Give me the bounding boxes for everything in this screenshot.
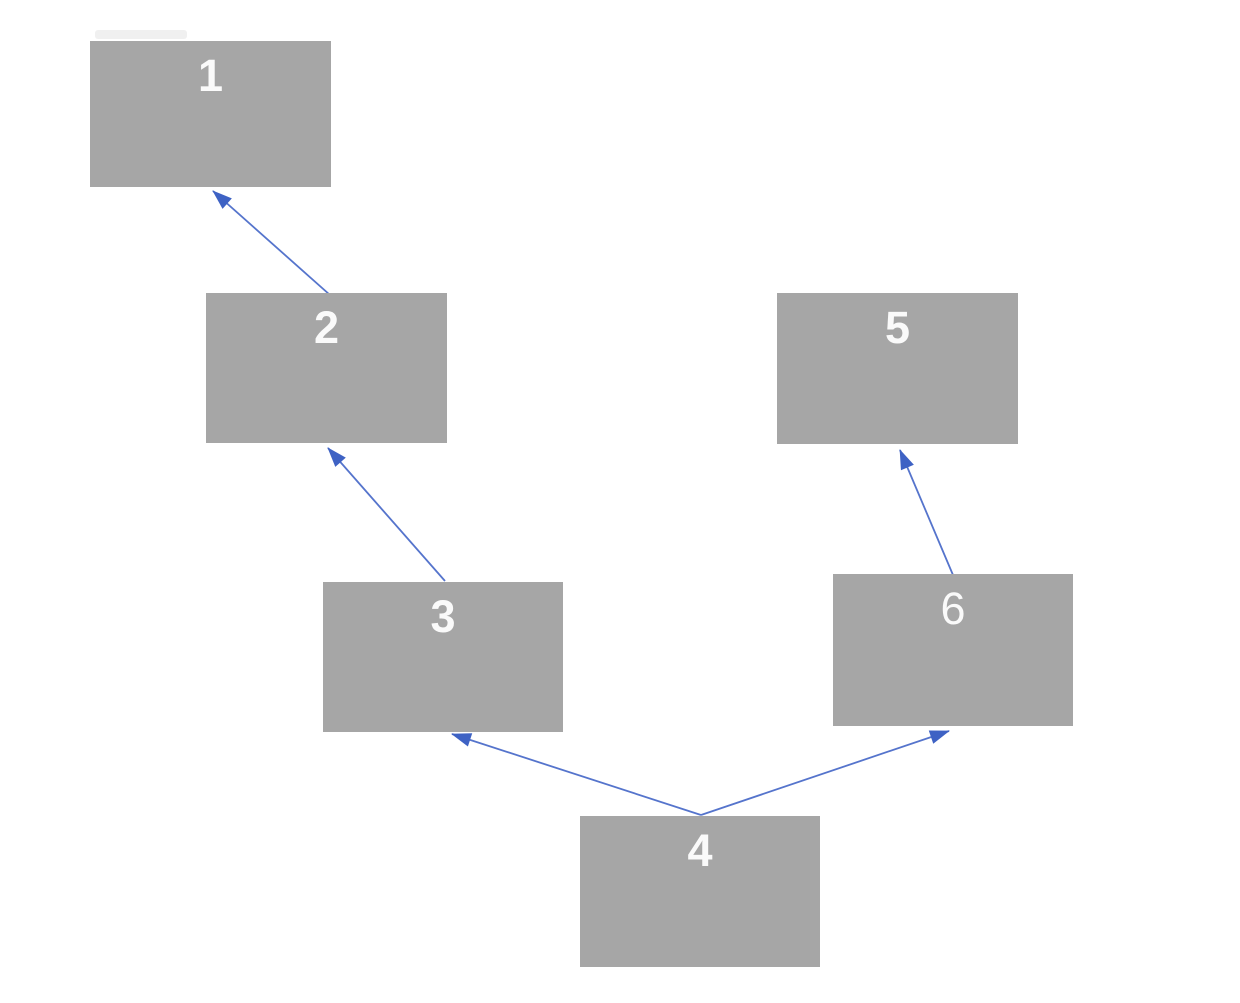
flow-node-3[interactable]: 3	[323, 582, 563, 732]
node-label-1: 1	[197, 50, 224, 101]
node-label-5: 5	[884, 302, 911, 353]
edge-connector-2-to-1[interactable]	[212, 190, 331, 296]
flow-node-5[interactable]: 5	[777, 293, 1018, 444]
edge-connector-3-to-2[interactable]	[327, 447, 446, 582]
node-label-3: 3	[430, 591, 456, 642]
edge-connector-4-to-6[interactable]	[700, 730, 950, 816]
node-label-2: 2	[313, 302, 340, 353]
artifact-smudge	[95, 30, 187, 39]
edge-connector-4-to-3[interactable]	[451, 733, 702, 816]
flow-node-6[interactable]: 6	[833, 574, 1073, 726]
node-label-6: 6	[940, 583, 966, 634]
edge-group	[212, 190, 954, 816]
edge-connector-6-to-5[interactable]	[899, 449, 954, 576]
flow-node-4[interactable]: 4	[580, 816, 820, 967]
node-label-4: 4	[687, 825, 713, 876]
flow-node-1[interactable]: 1	[90, 41, 331, 187]
flow-node-2[interactable]: 2	[206, 293, 447, 443]
